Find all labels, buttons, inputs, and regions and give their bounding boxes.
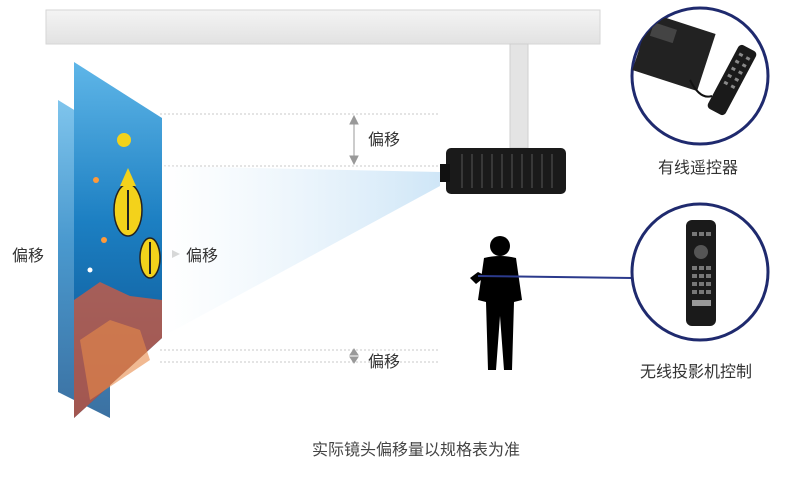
offset-arrow-top: [349, 114, 359, 166]
mount-pole: [509, 43, 529, 149]
person-silhouette: [470, 236, 522, 370]
ceiling: [45, 9, 601, 45]
wired-remote-circle: [630, 6, 770, 146]
offset-label-top: 偏移: [368, 130, 401, 149]
offset-arrow-bottom: [349, 348, 359, 364]
projector: [440, 148, 566, 194]
projection-beam: [160, 166, 440, 338]
guide-lines: [160, 113, 440, 363]
wireless-remote-circle: [630, 202, 770, 342]
screen-front: [74, 62, 162, 418]
fish-large: [113, 168, 143, 237]
wireless-control-label: 无线投影机控制: [640, 362, 753, 381]
offset-label-bottom: 偏移: [368, 352, 401, 371]
offset-label-mid: 偏移: [186, 246, 219, 265]
wired-remote-label: 有线遥控器: [658, 158, 739, 177]
wireless-signal-line: [477, 275, 633, 279]
offset-label-left: 偏移: [12, 246, 45, 265]
fish-small: [139, 237, 161, 279]
footnote: 实际镜头偏移量以规格表为准: [312, 440, 521, 459]
